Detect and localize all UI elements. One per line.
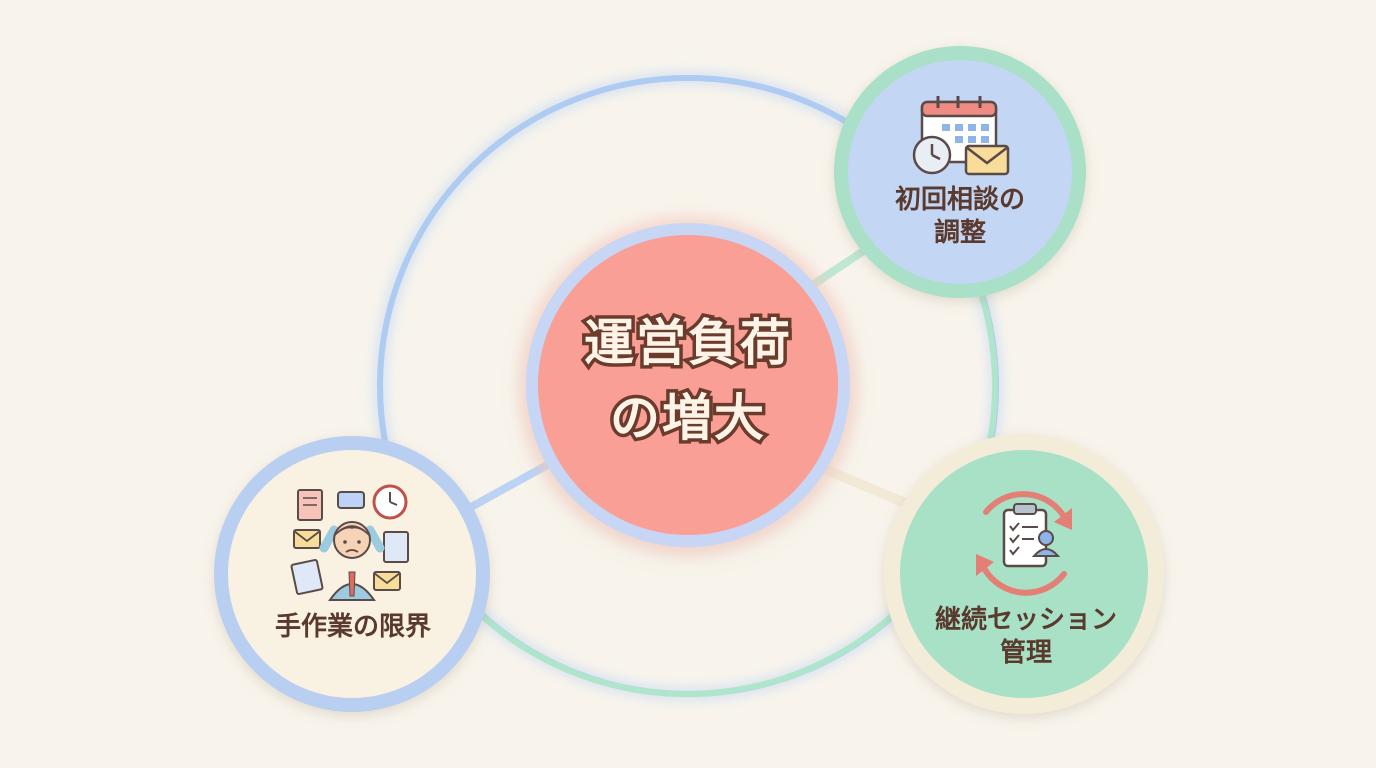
right-node <box>884 434 1164 714</box>
right-label-line1: 継続セッション <box>934 605 1117 635</box>
checklist-with-refresh-arrows-icon <box>976 491 1072 596</box>
top-node <box>834 46 1086 298</box>
stressed-worker-with-papers-icon <box>290 484 409 601</box>
right-node-label: 継続セッション 管理 <box>906 604 1146 671</box>
top-node-label: 初回相談の 調整 <box>860 184 1060 251</box>
right-label-line2: 管理 <box>999 638 1052 669</box>
left-label-line1: 手作業の限界 <box>274 612 431 642</box>
calendar-clock-envelope-icon <box>912 96 1010 176</box>
center-label-line1: 運営負荷 <box>581 311 794 376</box>
top-label-line1: 初回相談の <box>894 185 1025 215</box>
top-label-line2: 調整 <box>933 218 986 249</box>
center-node-label: 運営負荷 の増大 <box>538 306 838 456</box>
center-node <box>518 215 858 555</box>
center-label-line2: の増大 <box>607 386 768 451</box>
left-node-label: 手作業の限界 <box>228 611 478 644</box>
